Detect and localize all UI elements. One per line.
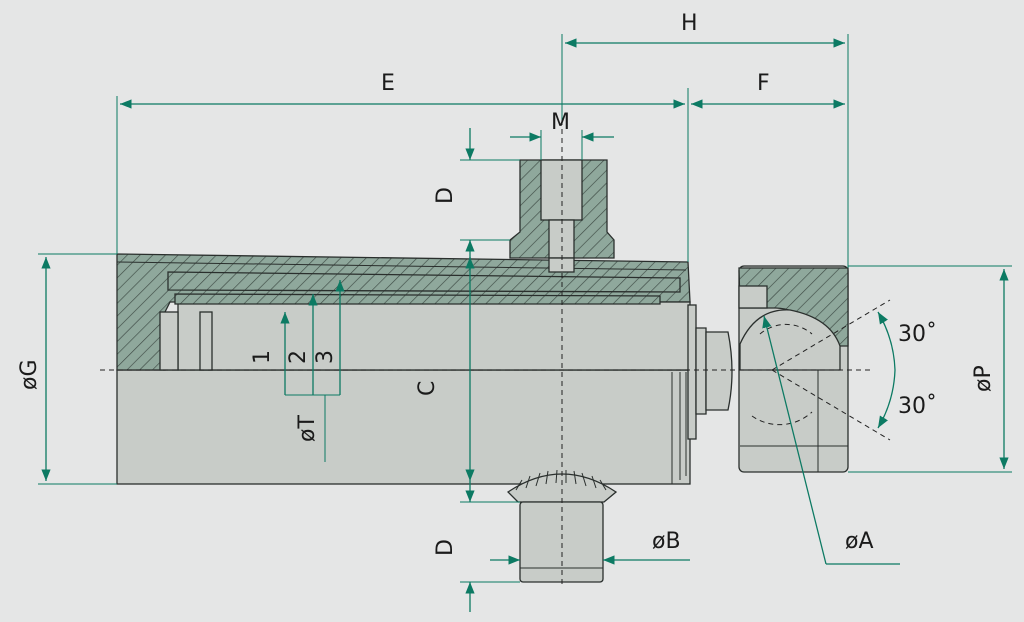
label-stage-1: 1 [250,350,275,364]
dimension-lines [38,34,1012,612]
label-h: H [681,11,698,36]
label-e: E [381,71,395,96]
center-lines [100,120,891,585]
label-d-bottom: D [433,539,458,556]
label-f: F [757,71,770,96]
cylinder-body [116,253,733,485]
label-b: øB [652,529,681,554]
label-a: øA [845,529,874,554]
label-m: M [551,110,570,135]
label-stage-2: 2 [286,350,311,364]
spherical-eye [738,265,849,473]
label-p: øP [971,365,996,392]
label-angle-top: 30˚ [898,322,937,347]
label-g: øG [17,359,42,390]
label-angle-bottom: 30˚ [898,394,937,419]
top-port [509,159,615,273]
dimension-labels: H E F M D C D øG øP 1 2 3 øT øB øA 30˚ 3… [17,11,996,556]
label-d-top: D [433,187,458,204]
label-t: øT [295,415,320,442]
label-c: C [415,381,440,396]
label-stage-3: 3 [313,350,338,364]
